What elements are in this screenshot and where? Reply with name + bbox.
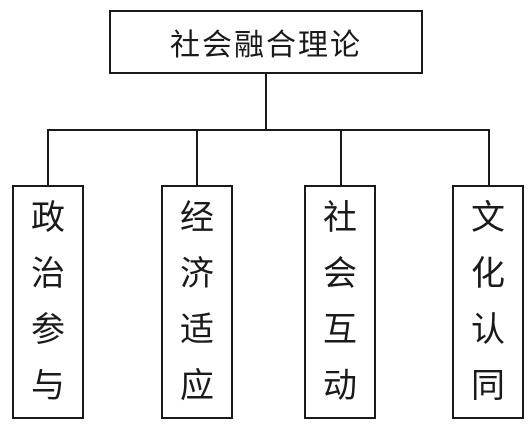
child-node-political-participation: 政治参与 bbox=[12, 185, 84, 419]
root-node: 社会融合理论 bbox=[109, 10, 423, 74]
child-node-label: 经济适应 bbox=[180, 198, 214, 406]
child-node-economic-adaptation: 经济适应 bbox=[161, 185, 233, 419]
child-node-social-interaction: 社会互动 bbox=[304, 185, 376, 419]
root-connector-line bbox=[265, 74, 267, 130]
child-connector-line bbox=[488, 129, 490, 185]
child-connector-line bbox=[340, 129, 342, 185]
child-node-label: 政治参与 bbox=[31, 198, 65, 406]
child-node-label: 文化认同 bbox=[471, 198, 505, 406]
child-connector-line bbox=[47, 129, 49, 185]
root-node-label: 社会融合理论 bbox=[170, 28, 362, 63]
child-connector-line bbox=[196, 129, 198, 185]
child-node-label: 社会互动 bbox=[323, 198, 357, 406]
child-node-cultural-identity: 文化认同 bbox=[452, 185, 524, 419]
horizontal-connector-line bbox=[47, 129, 490, 131]
